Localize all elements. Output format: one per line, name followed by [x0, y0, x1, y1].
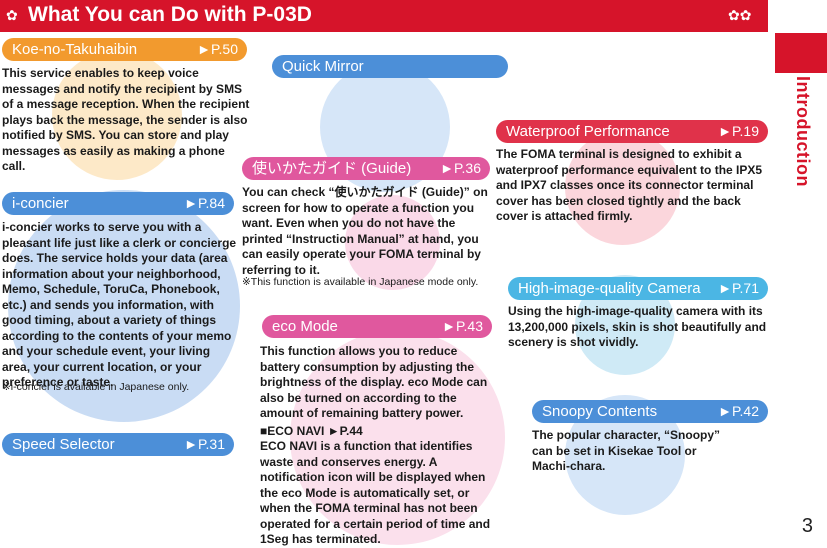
eco-page-ref: ►P.43 [442, 318, 483, 334]
koe-description: This service enables to keep voice messa… [2, 66, 250, 173]
koe-section-title: Koe-no-Takuhaibin [12, 41, 138, 58]
decorative-circle-pink-eco [290, 330, 505, 545]
camera-section-heading: High-image-quality Camera ►P.71 [508, 277, 768, 300]
iconcier-description: i-concier works to serve you with a plea… [2, 220, 237, 389]
iconcier-section-title: i-concier [12, 195, 69, 212]
decorative-circle-red [565, 130, 680, 245]
camera-page-ref: ►P.71 [718, 280, 759, 296]
camera-description: Using the high-image-quality camera with… [508, 304, 767, 349]
page-title: What You can Do with P-03D [28, 3, 312, 26]
snoopy-description: The popular character, “Snoopy” can be s… [532, 428, 721, 473]
speed-page-ref: ►P.31 [184, 436, 225, 452]
iconcier-section-heading: i-concier ►P.84 [2, 192, 234, 215]
eco-navi-title: ■ECO NAVI ►P.44 [260, 424, 363, 438]
decorative-circle-blue-large [8, 190, 240, 422]
decorative-circle-orange [52, 50, 182, 180]
flower-icon: ✿ [6, 7, 18, 23]
koe-page-ref: ►P.50 [197, 41, 238, 57]
side-tab [775, 33, 827, 73]
eco-section-heading: eco Mode ►P.43 [262, 315, 492, 338]
iconcier-page-ref: ►P.84 [184, 195, 225, 211]
waterproof-section-title: Waterproof Performance [506, 123, 670, 140]
waterproof-description: The FOMA terminal is designed to exhibit… [496, 147, 763, 223]
side-tab-label: Introduction [793, 76, 813, 187]
guide-note: ※This function is available in Japanese … [242, 276, 479, 288]
page-number: 3 [801, 515, 813, 537]
guide-section-title: 使いかたガイド (Guide) [252, 160, 412, 177]
eco-navi-description: ECO NAVI is a function that identifies w… [260, 439, 491, 546]
guide-page-ref: ►P.36 [440, 160, 481, 176]
guide-description: You can check “使いかたガイド (Guide)” on scree… [242, 185, 488, 277]
waterproof-section-heading: Waterproof Performance ►P.19 [496, 120, 768, 143]
header-bar [0, 0, 768, 32]
speed-section-heading: Speed Selector ►P.31 [2, 433, 234, 456]
waterproof-page-ref: ►P.19 [718, 123, 759, 139]
quick-section-heading: Quick Mirror [272, 55, 508, 78]
snoopy-page-ref: ►P.42 [718, 403, 759, 419]
speed-section-title: Speed Selector [12, 436, 115, 453]
camera-section-title: High-image-quality Camera [518, 280, 701, 297]
iconcier-note: ※i-concier is available in Japanese only… [2, 381, 190, 393]
snoopy-section-title: Snoopy Contents [542, 403, 658, 420]
eco-description: This function allows you to reduce batte… [260, 344, 488, 420]
snoopy-section-heading: Snoopy Contents ►P.42 [532, 400, 768, 423]
decorative-circle-pink-guide [345, 195, 440, 290]
flower-icon-right: ✿✿ [728, 7, 752, 23]
guide-section-heading: 使いかたガイド (Guide) ►P.36 [242, 157, 490, 180]
koe-section-heading: Koe-no-Takuhaibin ►P.50 [2, 38, 247, 61]
eco-section-title: eco Mode [272, 318, 338, 335]
quick-section-title: Quick Mirror [282, 58, 364, 75]
